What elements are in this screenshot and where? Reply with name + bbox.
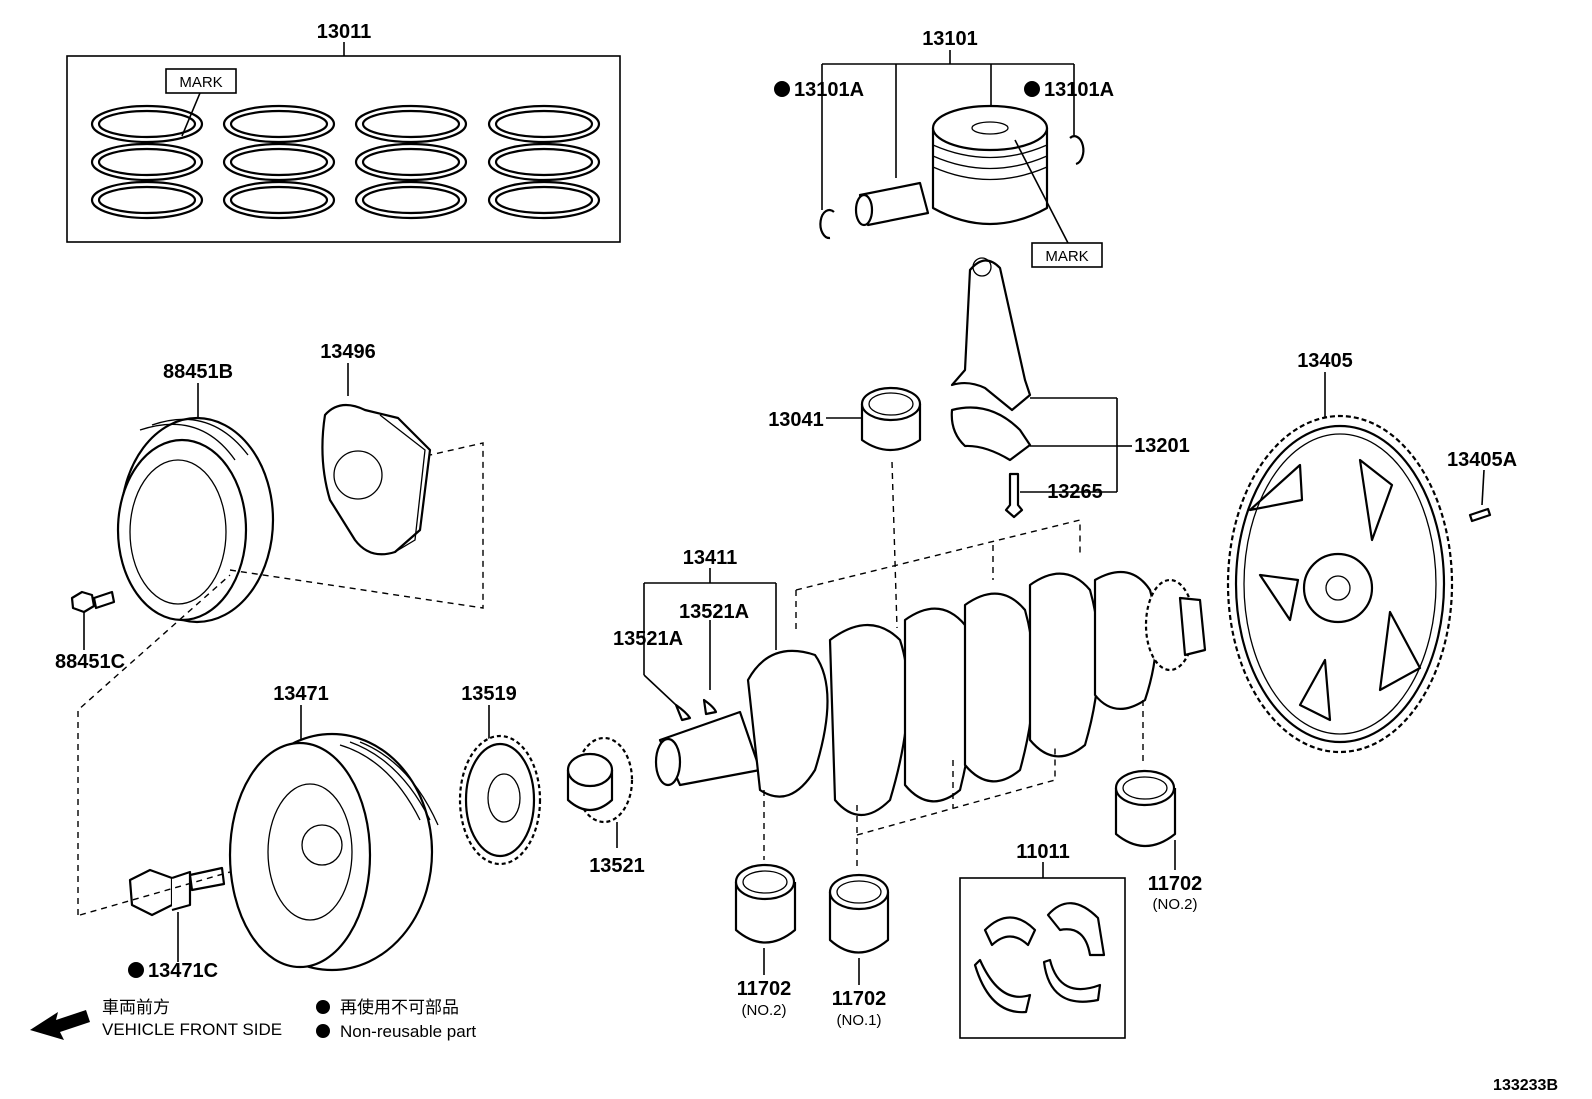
upper-pulley [116,383,275,624]
key-2 [702,698,718,716]
ring-stack-2 [222,104,336,220]
label-11702-left-sub: (NO.2) [742,1002,787,1019]
label-11011: 11011 [1016,841,1069,863]
label-13521: 13521 [589,855,645,877]
nonreusable-dot-13471C [128,962,144,978]
legend-front-en: VEHICLE FRONT SIDE [102,1020,282,1039]
label-13101A-left: 13101A [794,79,864,101]
legend-dot-icon-2 [316,1024,330,1038]
legend-nonreuse-en: Non-reusable part [340,1022,476,1041]
label-13405A: 13405A [1447,449,1517,471]
label-13411: 13411 [683,547,738,569]
label-11702-right: 11702 [1148,873,1203,895]
thrust-washer-set [959,862,1126,1039]
label-13519: 13519 [461,683,517,705]
nonreusable-dot-13101A-right [1024,81,1040,97]
ring-stack-3 [354,104,468,220]
legend-front-jp: 車両前方 [102,998,170,1017]
key-1 [674,703,692,722]
connecting-rod [950,257,1132,519]
main-bearing-11702-no2-left [734,790,797,975]
main-bearing-11702-no1 [828,745,1056,985]
pulley-bolt-88451C [70,590,116,650]
label-13265: 13265 [1047,481,1103,503]
label-88451B: 88451B [163,361,233,383]
mark-box-piston [1031,242,1103,268]
legend: 車両前方 VEHICLE FRONT SIDE 再使用不可部品 Non-reus… [30,997,476,1041]
label-13011: 13011 [317,21,372,43]
label-13521A-upper: 13521A [679,601,749,623]
drive-plate-pin [1468,507,1492,523]
piston [931,104,1049,226]
label-11702-right-sub: (NO.2) [1153,896,1198,913]
front-arrow-icon [30,1010,90,1040]
label-11702-left: 11702 [737,978,792,1000]
ring-stack-1 [90,104,204,220]
label-13201: 13201 [1134,435,1190,457]
piston-ring-set [66,42,621,243]
crank-pulley [228,705,439,972]
rod-bolt [1004,472,1024,519]
piston-group [819,50,1103,268]
pulley-plate-13496 [321,363,432,556]
main-bearing-11702-no2-right [1114,700,1177,870]
crank-pulley-bolt-13471C [128,866,226,962]
legend-nonreuse-jp: 再使用不可部品 [340,997,459,1017]
snap-ring-left [819,208,835,240]
crank-sprocket-13521 [566,736,634,848]
label-13101A-right: 13101A [1044,79,1114,101]
ring-stack-4 [487,104,601,220]
snap-ring-right [1069,135,1085,166]
rod-bearing [826,386,922,629]
label-13471: 13471 [273,683,329,705]
label-13041: 13041 [768,409,824,431]
label-mark-piston: MARK [1045,248,1088,265]
label-mark-rings: MARK [179,74,222,91]
label-13471C: 13471C [148,960,218,982]
drive-plate [1226,372,1492,754]
nonreusable-dot-13101A-left [774,81,790,97]
label-13101: 13101 [922,28,978,50]
label-13496: 13496 [320,341,376,363]
label-11702-mid: 11702 [832,988,887,1010]
label-11702-mid-sub: (NO.1) [837,1012,882,1029]
label-88451C: 88451C [55,651,125,673]
piston-pin [854,181,930,227]
crankshaft [643,519,1207,816]
legend-dot-icon-1 [316,1000,330,1014]
figure-number: 133233B [1493,1077,1558,1094]
label-13405: 13405 [1297,350,1353,372]
label-13521A-lower: 13521A [613,628,683,650]
mark-box-rings [165,68,237,94]
timing-gear-13519 [458,705,542,866]
